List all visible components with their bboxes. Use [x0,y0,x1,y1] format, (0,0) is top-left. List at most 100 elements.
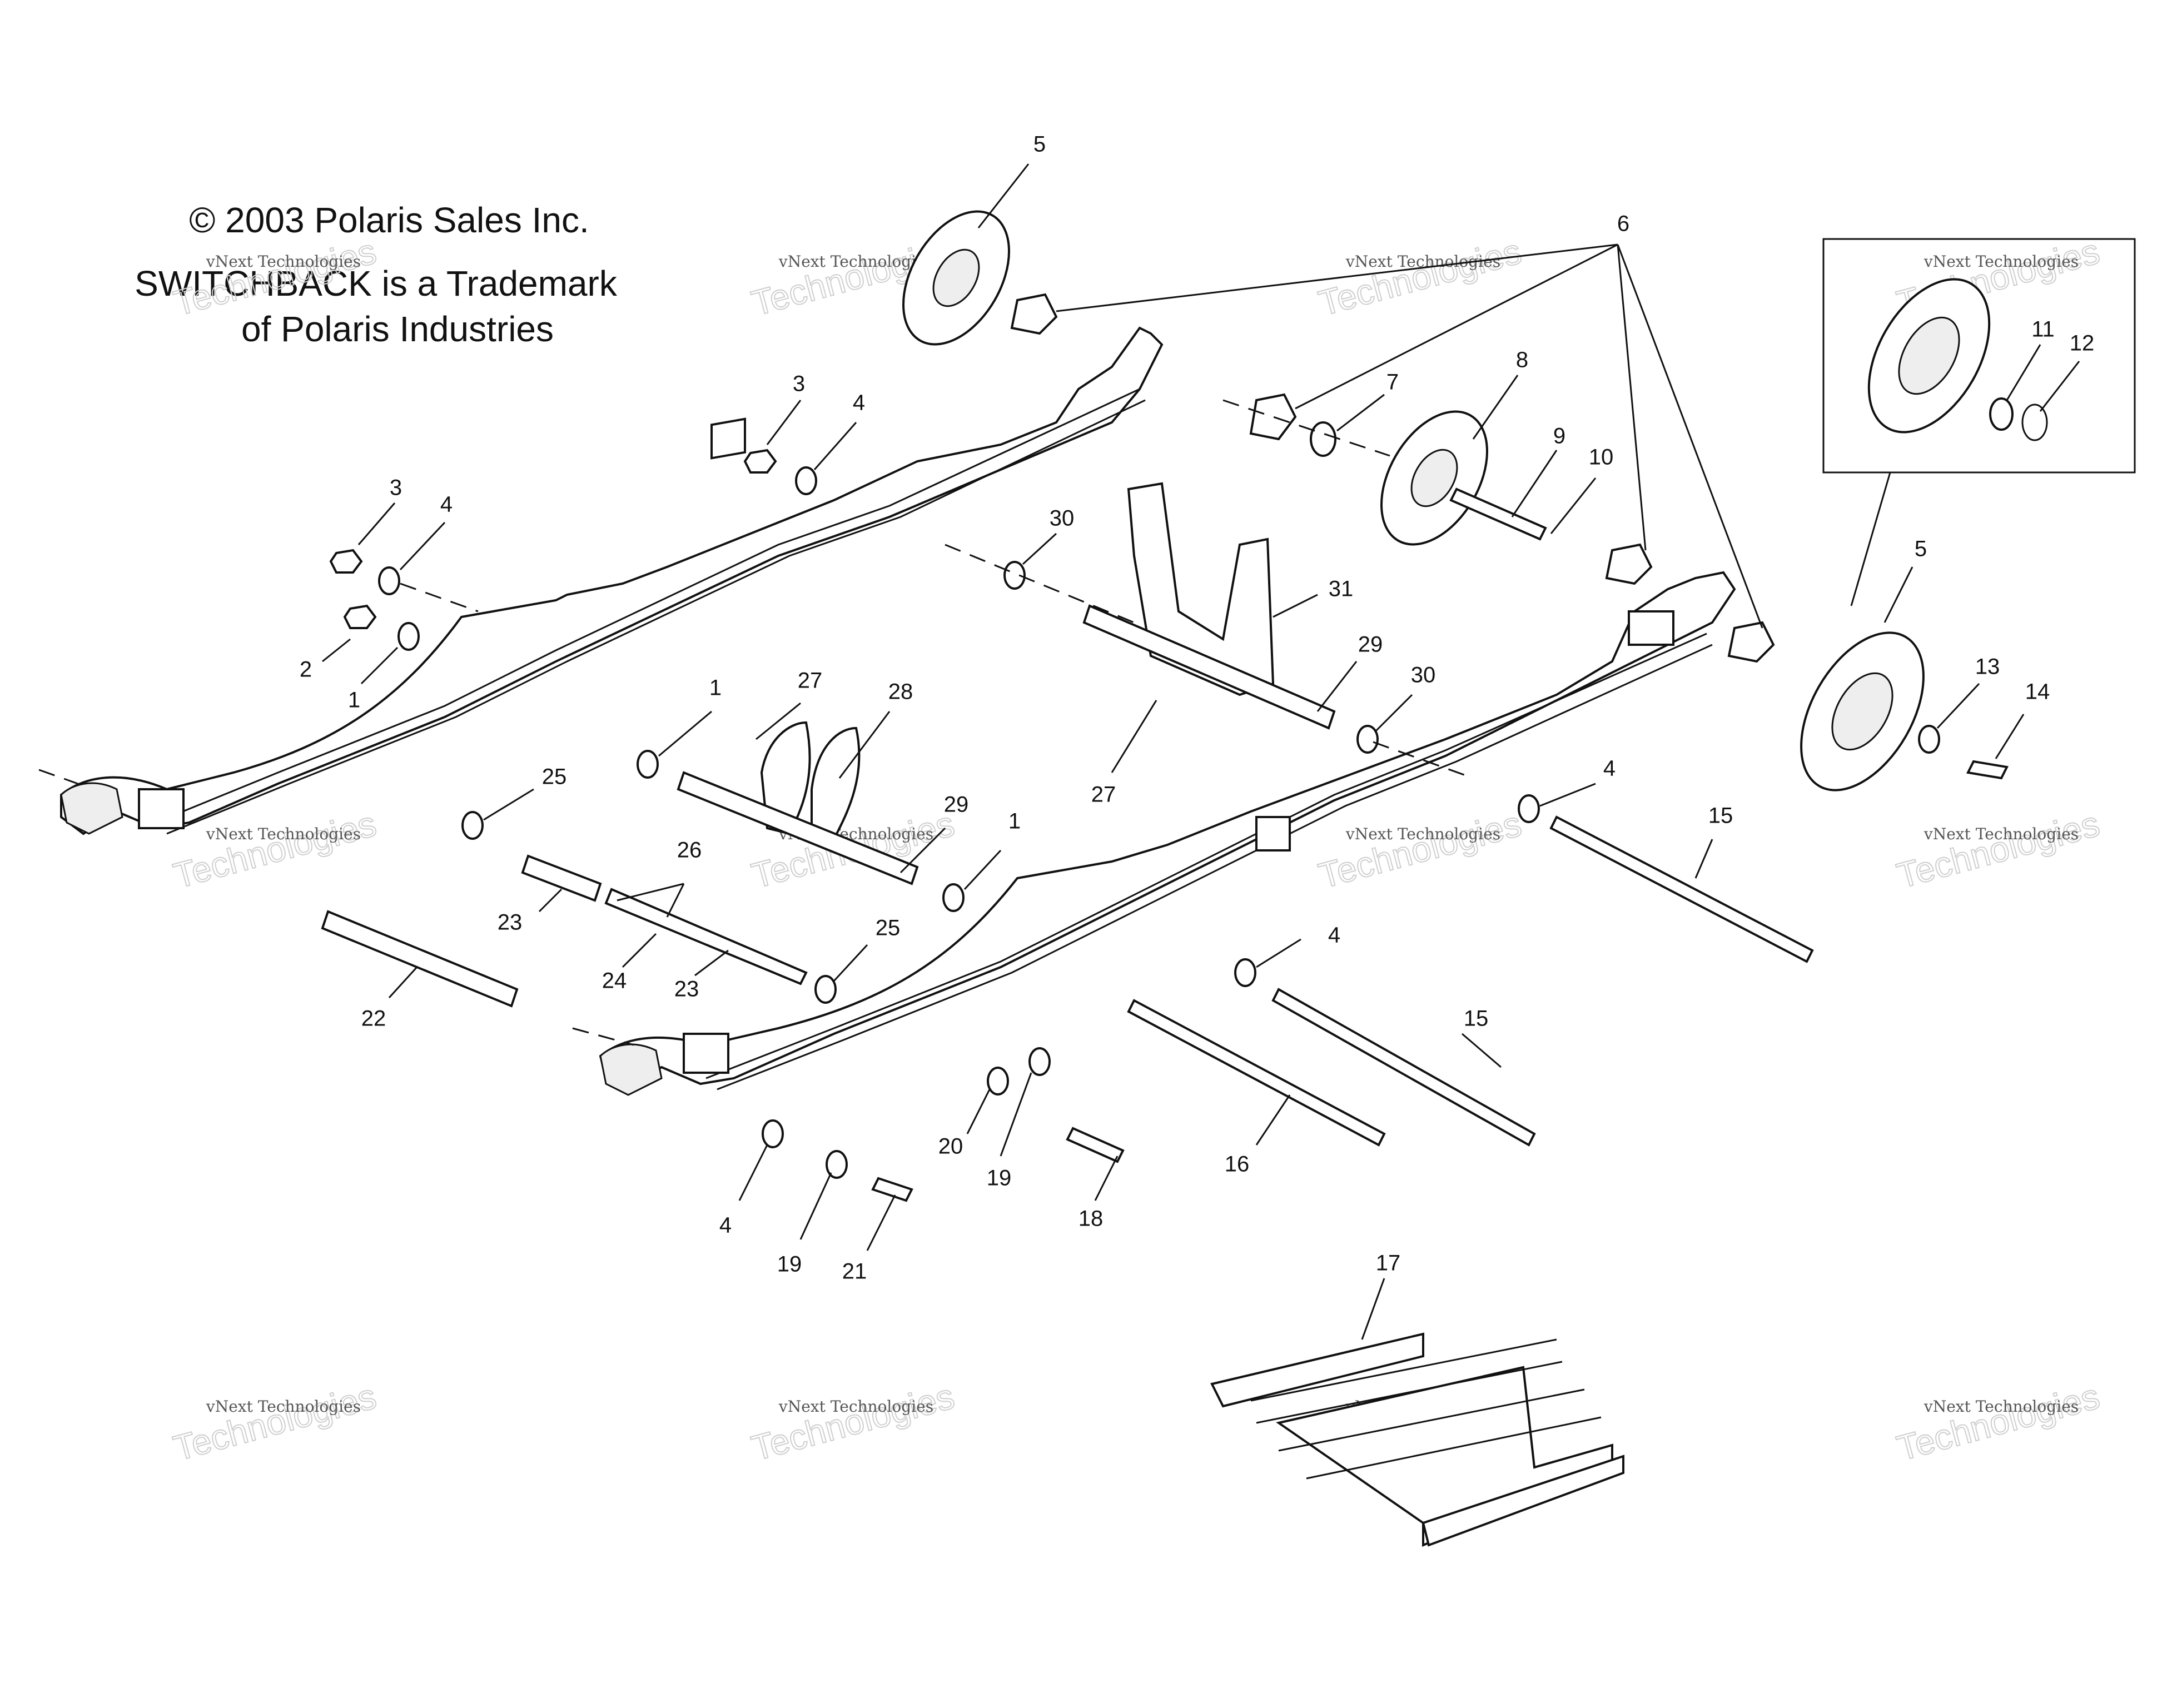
leader-2 [322,638,351,663]
track-belt-3 [1422,1455,1624,1547]
callout-23-left: 23 [498,910,523,935]
dash-2 [945,544,1135,624]
leader-17 [1361,1278,1385,1340]
washer-20 [987,1067,1009,1095]
rail-left-block-mid [710,417,746,460]
callout-4-bottom: 4 [719,1213,732,1238]
callout-6: 6 [1617,212,1629,236]
callout-4-left: 4 [440,492,453,517]
nut-3a [743,449,777,474]
tube-23a [521,854,602,902]
callout-10: 10 [1589,445,1614,470]
center-bracket [1082,482,1336,730]
tube-22 [321,910,519,1008]
callout-1-right: 1 [1008,809,1021,834]
callout-2: 2 [300,658,312,682]
callout-1-left: 1 [348,688,360,713]
washer-13 [1918,725,1940,754]
leader-13 [1936,683,1980,729]
callout-11: 11 [2031,317,2055,342]
rail-right-block-front [683,1033,729,1074]
leader-10 [1550,477,1597,534]
dash-1 [400,582,479,613]
rail-right-block-mid [1255,816,1291,851]
bolt-15b [1271,988,1536,1147]
leader-24 [622,933,657,968]
inset-box [1822,238,2136,606]
svg-text:vNext Technologies: vNext Technologies [778,1397,933,1416]
tubes-and-bolts [321,815,1814,1147]
callout-14: 14 [2025,680,2050,704]
nut-2 [343,604,377,629]
leader-1a [360,646,399,685]
dash-6 [38,769,78,785]
leader-22 [388,966,418,999]
washer-25b [814,975,837,1004]
leader-30b [1375,694,1413,732]
shaft-29a [1082,604,1336,730]
idler-wheel-axle [1380,410,1547,546]
washer-7 [1310,421,1336,457]
callout-29-upper: 29 [1358,633,1383,657]
leader-23a [538,888,563,913]
wheel-8-hub [1410,449,1458,507]
washer-30b [1356,725,1379,754]
callout-19-bottom: 19 [777,1252,802,1277]
copyright-line-1: © 2003 Polaris Sales Inc. [189,200,589,240]
callout-4-right: 4 [1603,756,1616,781]
rail-right [599,571,1736,1096]
wheel-5b-hub [1831,672,1893,751]
svg-text:Technologies: Technologies [1893,804,2104,896]
dash-4 [572,1027,634,1046]
svg-text:vNext Technologies: vNext Technologies [778,252,933,271]
leader-3a [766,400,802,445]
leader-1c [963,849,1002,890]
callout-4-upper: 4 [853,391,865,415]
leader-30a [1022,532,1057,565]
callout-12: 12 [2070,331,2095,356]
leader-18 [1094,1156,1119,1201]
leader-19a [1000,1072,1032,1157]
svg-text:Technologies: Technologies [1315,804,1525,896]
callout-24: 24 [602,969,627,993]
callout-25-right: 25 [876,916,901,940]
callout-15-lower: 15 [1464,1007,1489,1031]
leader-5a [977,163,1030,228]
copyright-line-2: SWITCHBACK is a Trademark [135,263,618,303]
callout-30-right: 30 [1411,663,1436,688]
washer-1a [397,622,420,651]
callout-5-upper: 5 [1033,132,1046,157]
leader-4a [813,422,857,470]
svg-text:vNext Technologies: vNext Technologies [206,1397,361,1416]
leader-25a [483,788,534,821]
bolt-16 [1127,999,1386,1147]
rail-right-tip [599,1043,663,1096]
svg-text:Technologies: Technologies [748,1376,958,1468]
leader-25b [833,944,868,982]
rail-right-slide [705,633,1707,1079]
callout-3-left: 3 [390,476,402,500]
leader-29a [1316,661,1358,712]
svg-text:vNext Technologies: vNext Technologies [206,825,361,843]
leader-27b [1111,700,1157,773]
washer-19b [826,1150,848,1179]
washers [329,421,2009,1202]
callout-7: 7 [1386,370,1399,395]
washer-1b [637,750,659,779]
leader-5b [1883,566,1913,623]
inset-ring-12 [2021,404,2048,441]
leader-28 [838,711,891,779]
leader-26b [666,883,685,918]
callout-21: 21 [842,1259,867,1284]
callout-17: 17 [1376,1251,1401,1276]
svg-text:vNext Technologies: vNext Technologies [206,252,361,271]
rail-left-slide [155,388,1140,824]
svg-text:Technologies: Technologies [170,1376,380,1468]
copyright-line-3: of Polaris Industries [241,309,554,349]
callout-8: 8 [1516,348,1528,372]
inset-bearing-11 [1989,397,2014,431]
